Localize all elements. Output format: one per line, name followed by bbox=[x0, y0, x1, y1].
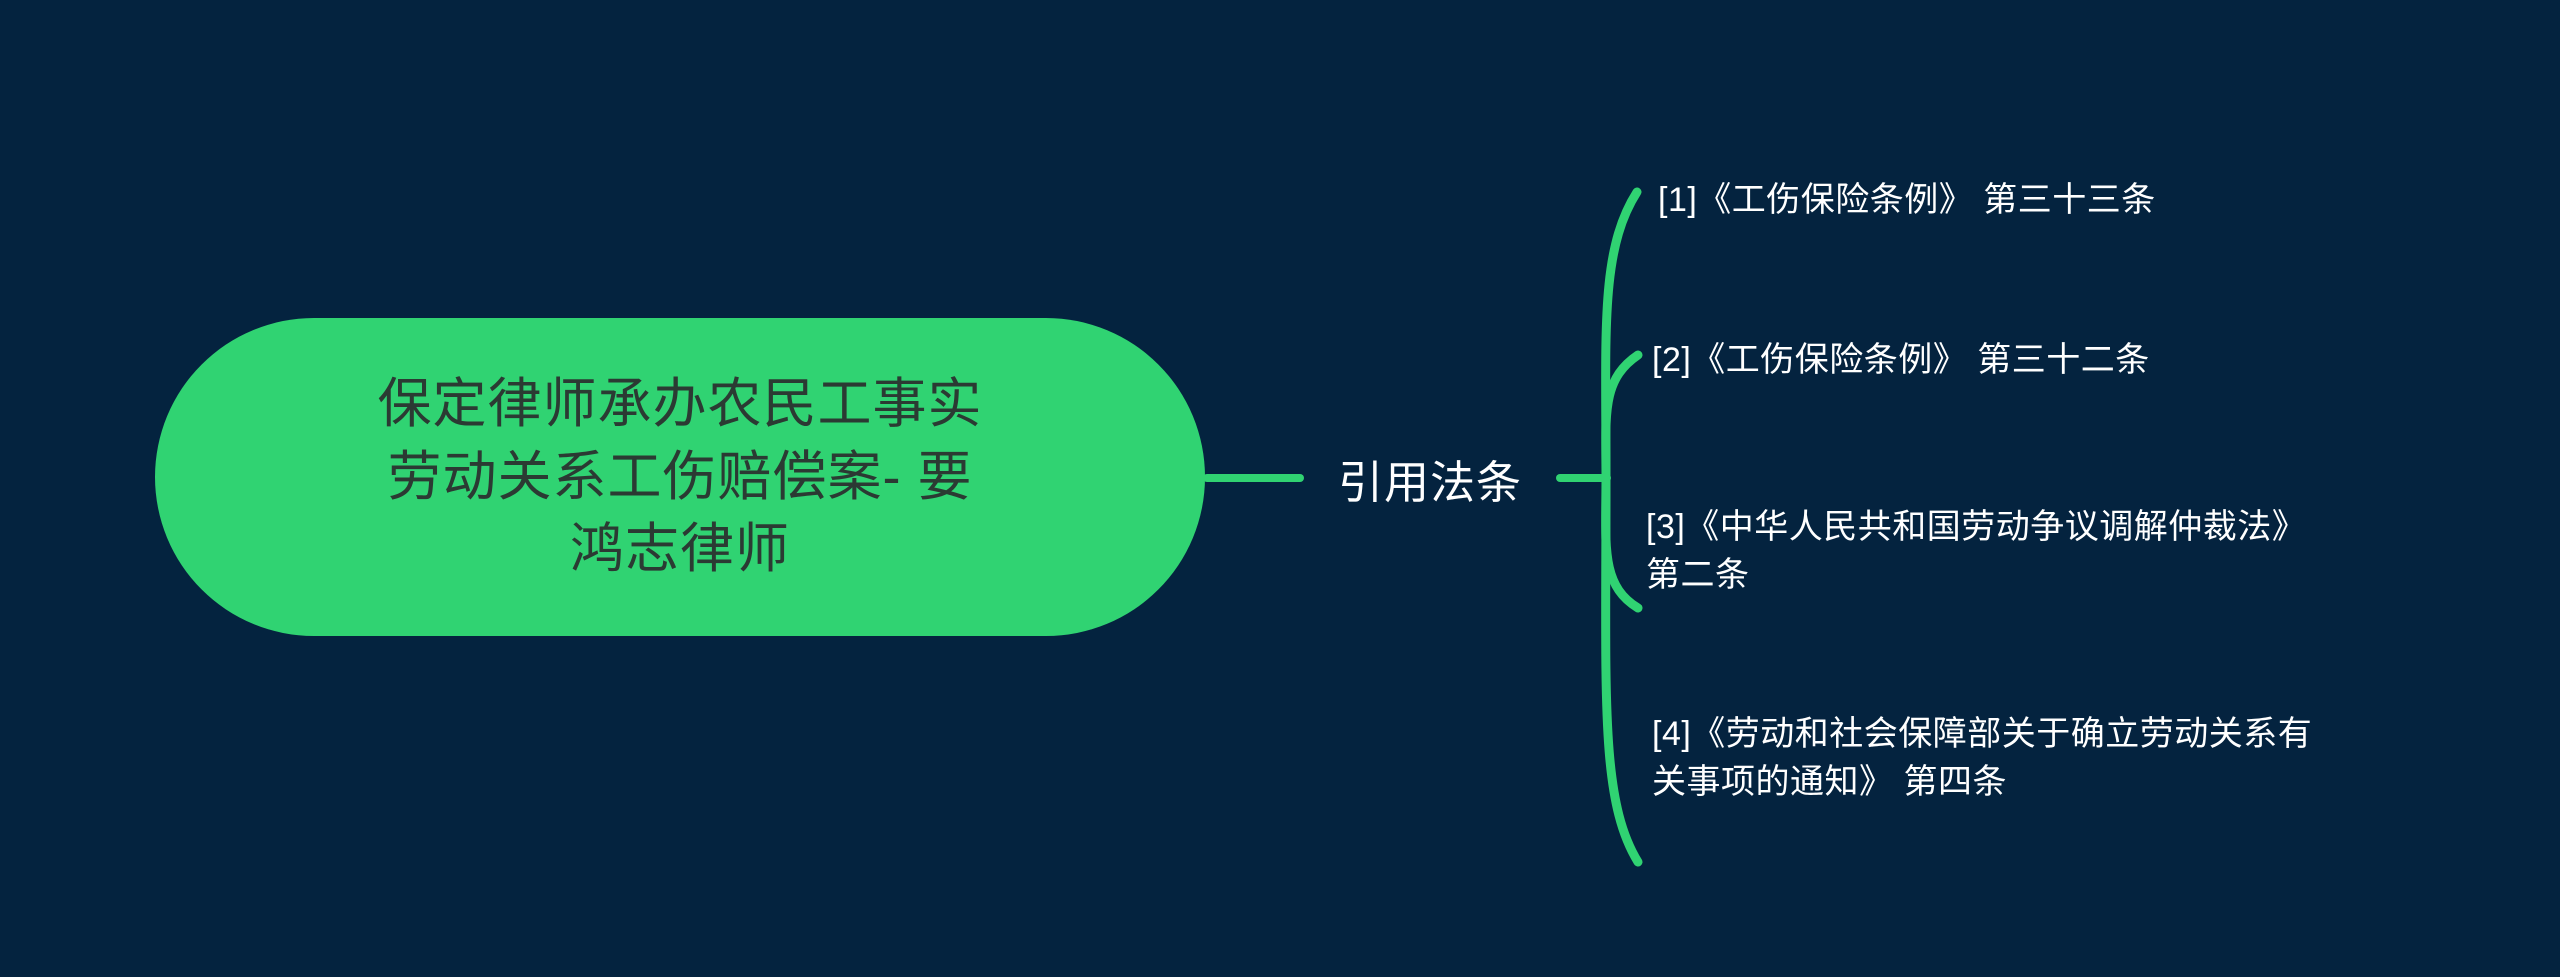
leaf-item-1[interactable]: [1]《工伤保险条例》 第三十三条 bbox=[1658, 181, 2156, 219]
branch-node-label: 引用法条 bbox=[1337, 456, 1522, 508]
connector-leaf-1 bbox=[1601, 187, 1642, 483]
connector-leaf-2 bbox=[1601, 350, 1643, 483]
connector-leaf-4 bbox=[1601, 473, 1643, 867]
leaf-item-3[interactable]: [3]《中华人民共和国劳动争议调解仲裁法》 第二条 bbox=[1646, 508, 2307, 595]
root-node[interactable]: 保定律师承办农民工事实 劳动关系工伤赔偿案- 要 鸿志律师 bbox=[155, 318, 1205, 636]
branch-node-cited-provisions[interactable]: 引用法条 bbox=[1320, 443, 1540, 513]
leaf-item-2[interactable]: [2]《工伤保险条例》 第三十二条 bbox=[1652, 341, 2150, 379]
root-node-title: 保定律师承办农民工事实 劳动关系工伤赔偿案- 要 鸿志律师 bbox=[377, 374, 983, 580]
connector-leaf-3 bbox=[1601, 473, 1643, 613]
leaf-item-4[interactable]: [4]《劳动和社会保障部关于确立劳动关系有 关事项的通知》 第四条 bbox=[1652, 715, 2313, 802]
